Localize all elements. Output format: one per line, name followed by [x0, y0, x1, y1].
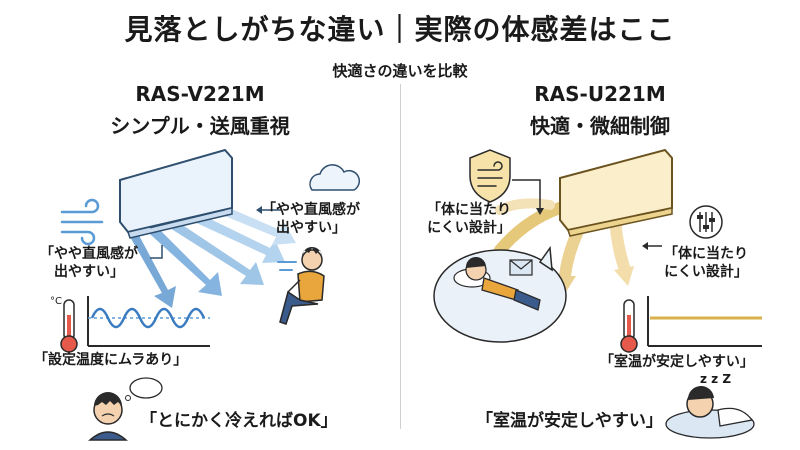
right-ac-unit — [559, 148, 673, 237]
note-line: 「やや直風感が — [40, 246, 138, 262]
left-note-temp-uneven: 「設定温度にムラあり」 — [34, 352, 188, 368]
note-line: 出やすい」 — [276, 219, 346, 236]
note-line: にくい設計」 — [427, 219, 511, 236]
left-note-cool-ok: 「とにかく冷えればOK」 — [140, 411, 338, 431]
thermometer-icon — [620, 299, 638, 353]
note-line: 「やや直風感が — [262, 202, 360, 218]
right-illustration — [433, 148, 762, 439]
note-line: にくい設計」 — [664, 263, 748, 280]
sliders-icon — [689, 205, 723, 239]
right-note-body-right: 「体に当たり にくい設計」 — [664, 246, 748, 281]
center-divider — [400, 84, 401, 429]
right-note-stable-2: 「室温が安定しやすい」 — [476, 411, 663, 431]
left-ac-unit — [119, 148, 233, 239]
page-subtitle: 快適さの違いを比較 — [332, 62, 468, 80]
note-line: 出やすい」 — [54, 263, 124, 280]
shield-wind-icon — [469, 149, 511, 203]
left-note-direct-wind-top: 「やや直風感が 出やすい」 — [262, 202, 360, 237]
temperature-wave-chart — [87, 296, 210, 347]
worried-person-icon — [88, 392, 128, 441]
note-line: 「体に当たり — [427, 202, 511, 218]
cloud-icon — [309, 164, 360, 191]
sleeping-person-icon — [665, 385, 755, 439]
sitting-person-icon — [277, 246, 325, 325]
left-airflow-arrows — [125, 206, 296, 308]
right-note-body-left: 「体に当たり にくい設計」 — [427, 202, 511, 237]
thermometer-icon — [60, 299, 78, 353]
note-line: 「体に当たり — [664, 246, 748, 262]
left-feature-label: シンプル・送風重視 — [110, 114, 290, 138]
left-illustration — [60, 148, 360, 441]
left-model-name: RAS-V221M — [135, 82, 265, 106]
right-feature-label: 快適・微細制御 — [530, 114, 670, 138]
wind-icon — [60, 198, 104, 246]
thought-bubble-icon — [125, 377, 163, 401]
sleep-zzz-label: z z Z — [700, 372, 732, 386]
temp-unit-label: °C — [50, 296, 62, 307]
right-note-stable-1: 「室温が安定しやすい」 — [600, 354, 754, 370]
relaxing-person-bubble — [433, 245, 567, 343]
page-title: 見落としがちな違い｜実際の体感差はここ — [124, 13, 676, 46]
stable-temperature-chart — [647, 296, 762, 347]
left-note-direct-wind-left: 「やや直風感が 出やすい」 — [40, 246, 138, 281]
right-model-name: RAS-U221M — [534, 82, 666, 106]
